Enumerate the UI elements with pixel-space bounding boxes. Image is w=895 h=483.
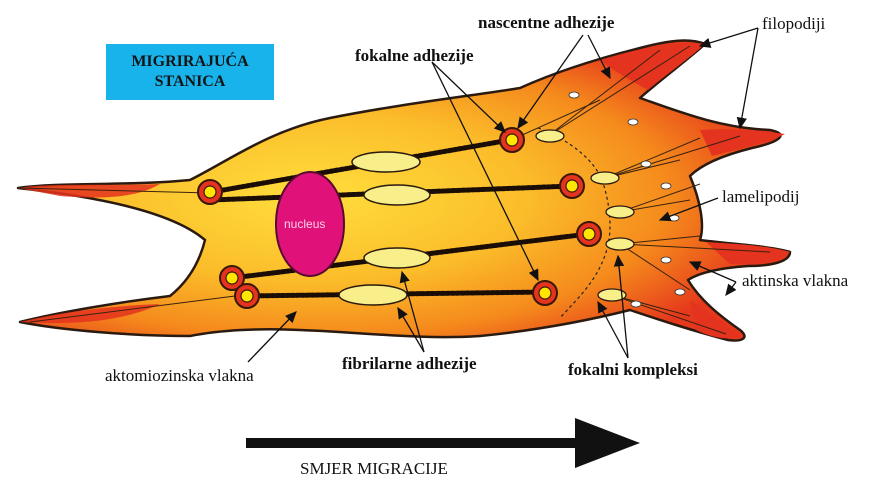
label-actomyosin-fibers: aktomiozinska vlakna xyxy=(105,366,254,386)
focal-adhesion xyxy=(500,128,524,152)
label-filopodia: filopodiji xyxy=(762,14,825,34)
focal-adhesion xyxy=(560,174,584,198)
label-focal-complexes: fokalni kompleksi xyxy=(568,360,698,380)
label-lamellipodium: lamelipodij xyxy=(722,187,799,207)
label-focal-adhesions: fokalne adhezije xyxy=(355,46,474,66)
focal-adhesion xyxy=(577,222,601,246)
label-actin-fibers: aktinska vlakna xyxy=(742,271,848,291)
title-box: MIGRIRAJUĆA STANICA xyxy=(106,44,274,100)
focal-adhesion xyxy=(198,180,222,204)
title-line-1: MIGRIRAJUĆA xyxy=(131,52,248,72)
label-fibrillar-adhesions: fibrilarne adhezije xyxy=(342,354,477,374)
title-line-2: STANICA xyxy=(155,72,226,92)
nucleus-label: nucleus xyxy=(284,217,325,231)
label-migration-direction: SMJER MIGRACIJE xyxy=(300,459,448,479)
focal-adhesion xyxy=(533,281,557,305)
focal-adhesion xyxy=(235,284,259,308)
label-nascent-adhesions: nascentne adhezije xyxy=(478,13,614,33)
